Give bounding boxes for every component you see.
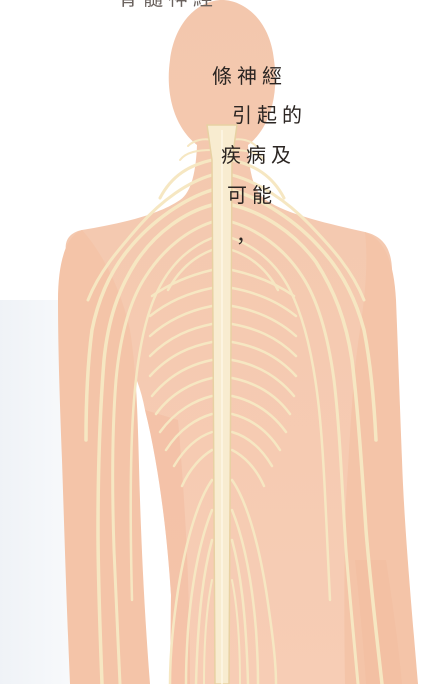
top-text: 脊髓神經 — [118, 0, 218, 10]
text-line-5: ， — [236, 223, 261, 247]
text-line-2: 引起的 — [232, 103, 307, 127]
text-line-4: 可能 — [227, 183, 277, 207]
text-line-1: 條神經 — [212, 64, 287, 88]
text-line-3: 疾病及 — [221, 143, 296, 167]
